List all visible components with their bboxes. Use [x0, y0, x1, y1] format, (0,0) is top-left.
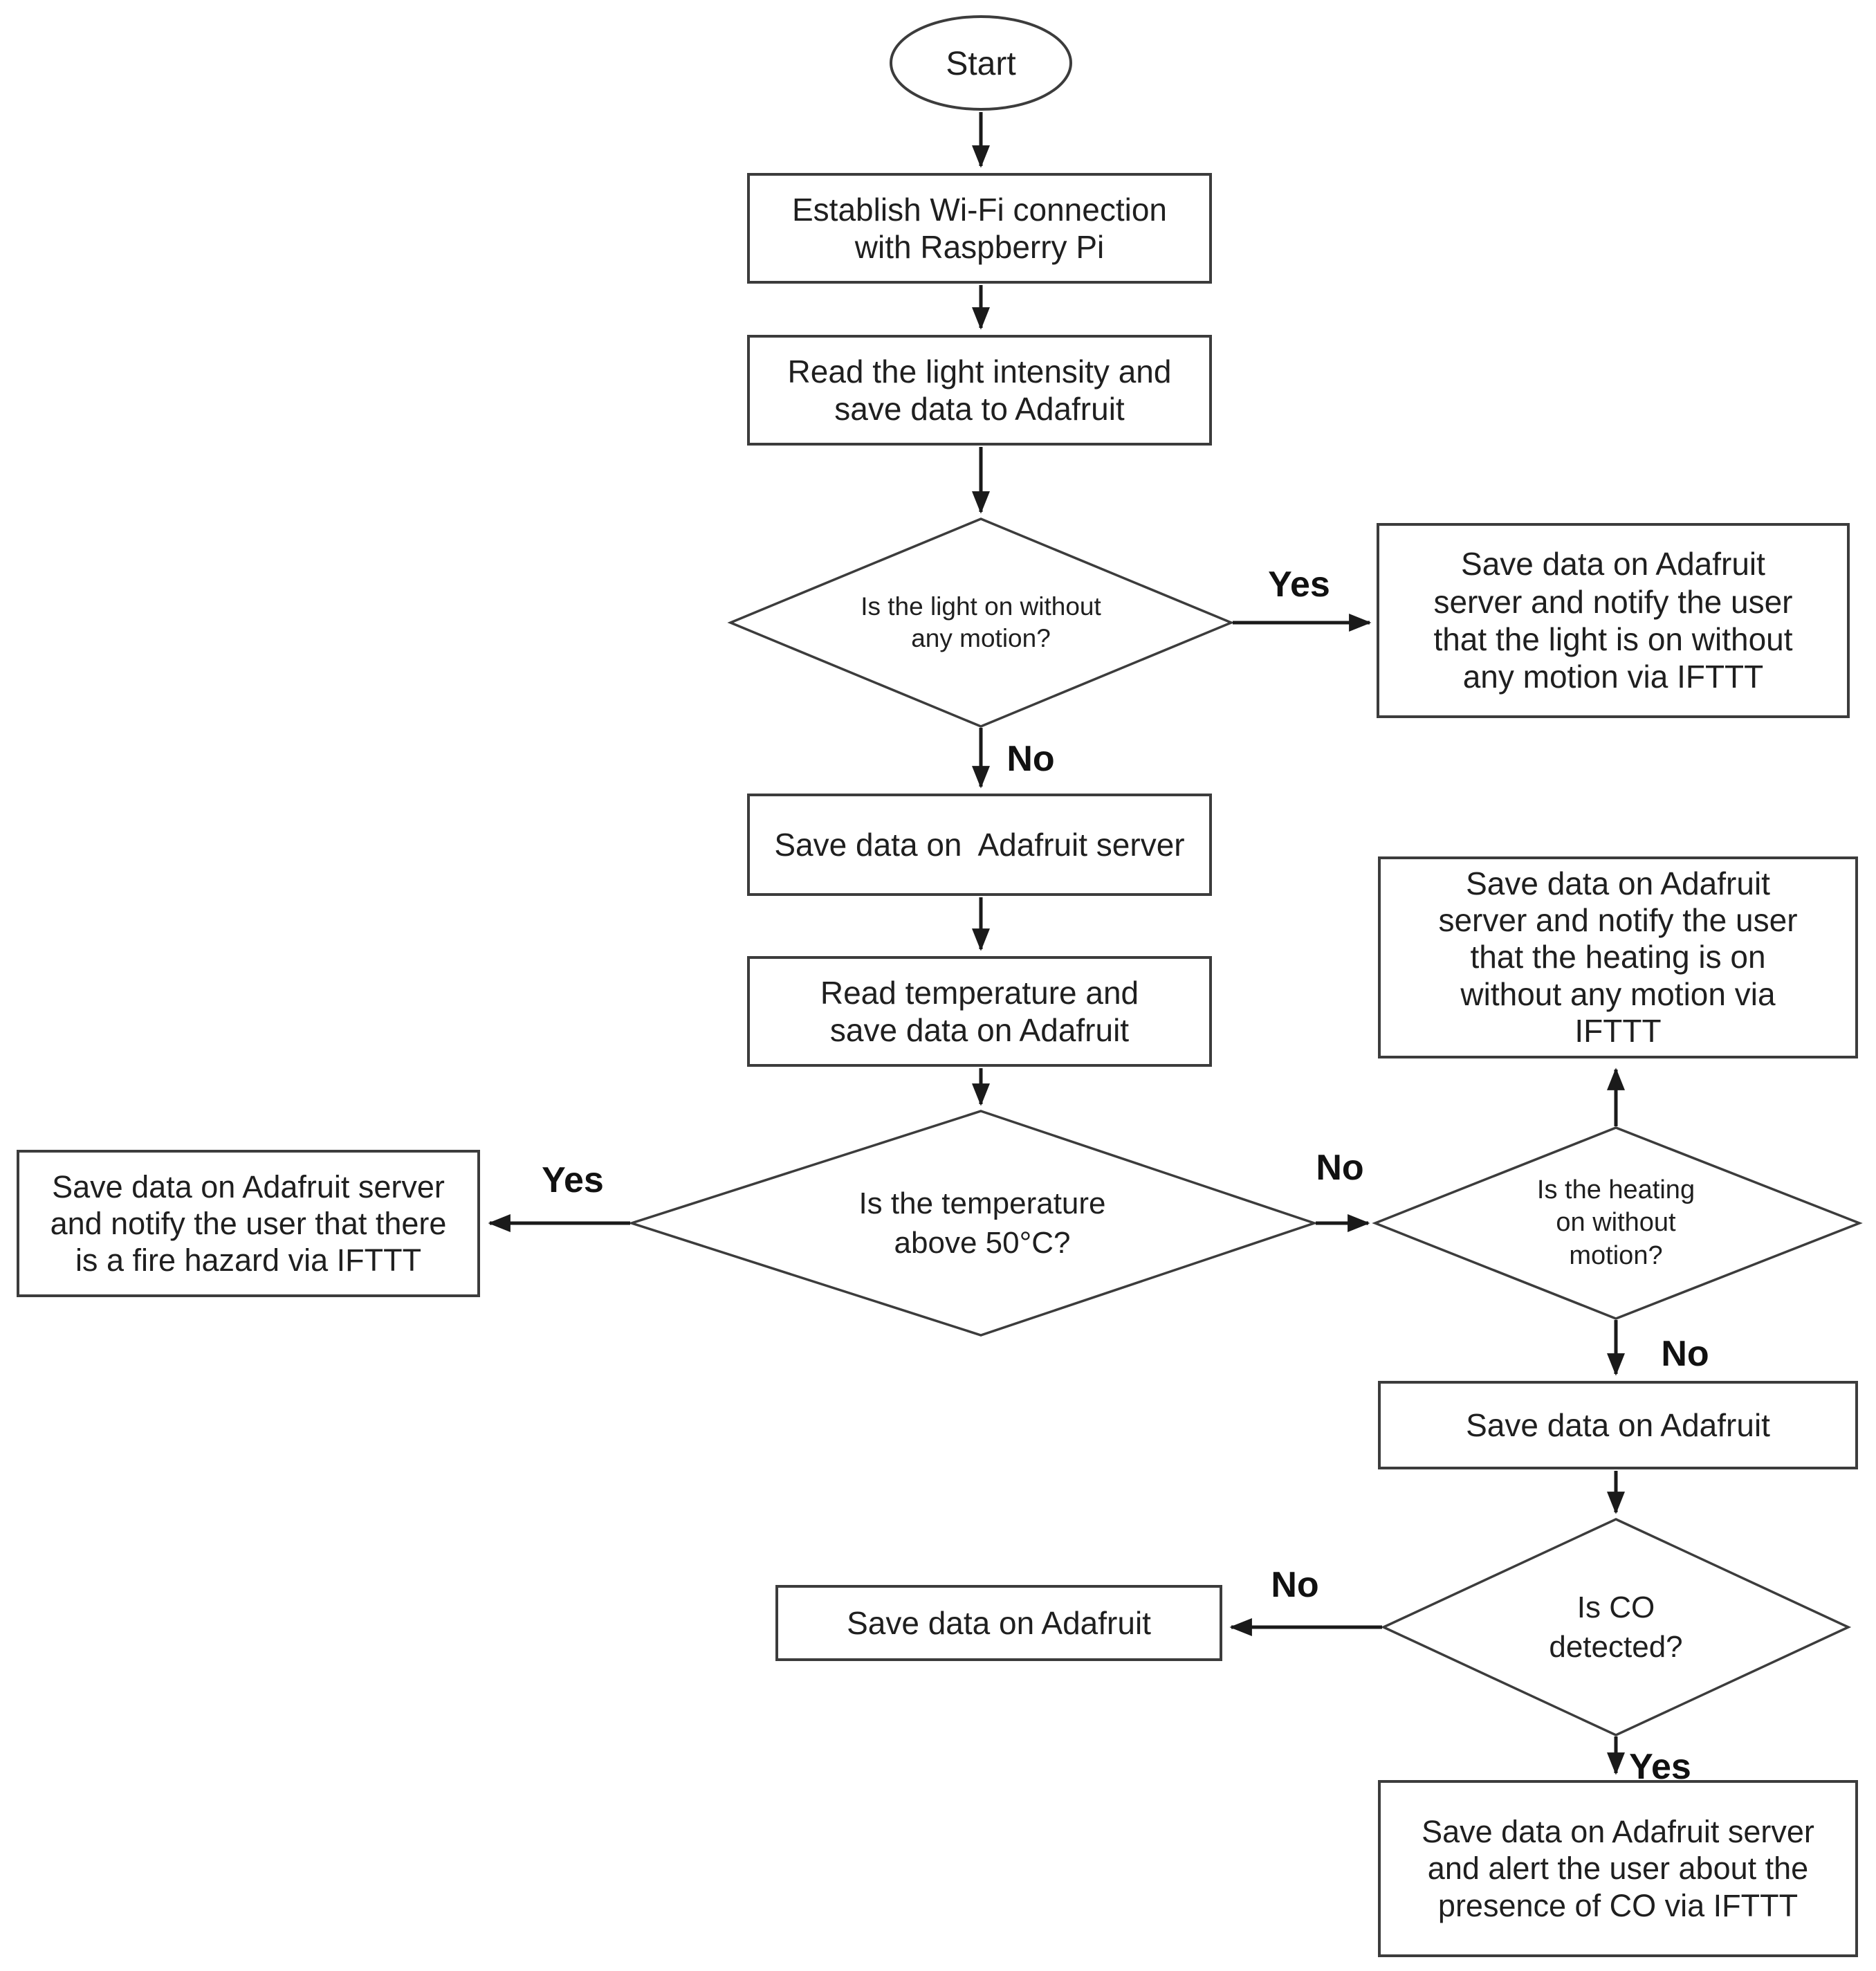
heating-decision-shape — [1372, 1126, 1863, 1320]
edge-label-light-yes: Yes — [1268, 565, 1330, 605]
process-save-data-server: Save data on Adafruit server — [747, 794, 1212, 896]
temperature-decision-shape — [627, 1110, 1318, 1337]
decision-light-label: Is the light on without any motion? — [861, 592, 1101, 652]
edge-label-temp-yes: Yes — [542, 1160, 604, 1200]
edge-label-co-yes: Yes — [1629, 1747, 1691, 1787]
edge-label-temp-no: No — [1316, 1148, 1364, 1188]
process-read-temperature: Read temperature and save data on Adafru… — [747, 956, 1212, 1067]
process-alert-co-presence: Save data on Adafruit server and alert t… — [1378, 1780, 1858, 1957]
start-terminator-label: Start — [946, 45, 1016, 82]
process-save-data-adafruit: Save data on Adafruit — [1378, 1381, 1858, 1469]
process-notify-fire-hazard: Save data on Adafruit server and notify … — [17, 1150, 480, 1297]
start-terminator-shape — [890, 15, 1072, 111]
edge-label-heating-no: No — [1661, 1334, 1709, 1374]
process-notify-light-on: Save data on Adafruit server and notify … — [1377, 523, 1850, 718]
decision-temperature-label: Is the temperature above 50°C? — [858, 1186, 1106, 1260]
process-notify-heating-on: Save data on Adafruit server and notify … — [1378, 856, 1858, 1058]
edge-label-co-no: No — [1271, 1565, 1319, 1605]
light-decision-shape — [727, 517, 1235, 728]
decision-heating-label: Is the heating on without motion? — [1536, 1175, 1695, 1270]
edge-label-light-no: No — [1006, 739, 1055, 779]
co-decision-shape — [1380, 1518, 1852, 1736]
process-read-light: Read the light intensity and save data t… — [747, 335, 1212, 446]
process-save-data-adafruit-no-branch: Save data on Adafruit — [775, 1585, 1222, 1661]
decision-co-label: Is CO detected? — [1549, 1590, 1683, 1664]
process-establish-wifi: Establish Wi-Fi connection with Raspberr… — [747, 173, 1212, 284]
